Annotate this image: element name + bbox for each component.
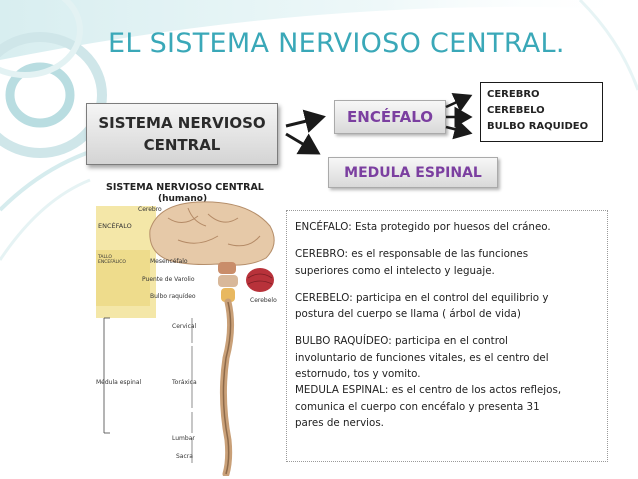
fig-label-lumbar: Lumbar xyxy=(172,435,195,442)
part-cerebelo: CEREBELO xyxy=(487,105,545,116)
fig-label-sacra: Sacra xyxy=(176,453,193,460)
fig-label-puente: Puente de Varolio xyxy=(142,276,195,283)
node-encefalo: ENCÉFALO xyxy=(334,100,446,134)
fig-label-cerebelo: Cerebelo xyxy=(250,297,277,304)
desc-cerebro: CEREBRO: es el responsable de las funcio… xyxy=(295,248,529,277)
node-medula-espinal-label: MEDULA ESPINAL xyxy=(344,164,482,181)
figure-subtitle: (humano) xyxy=(158,194,207,204)
node-encefalo-parts: CEREBRO CEREBELO BULBO RAQUIDEO xyxy=(480,82,603,142)
fig-label-cervical: Cervical xyxy=(172,323,197,330)
node-sistema-nervioso-central: SISTEMA NERVIOSO CENTRAL xyxy=(86,103,278,165)
fig-label-toraxica: Toráxica xyxy=(171,379,197,386)
fig-label-mesencefalo: Mesencéfalo xyxy=(150,258,188,265)
fig-label-bulbo: Bulbo raquídeo xyxy=(150,293,196,300)
page-title: EL SISTEMA NERVIOSO CENTRAL. xyxy=(108,28,565,59)
desc-encefalo: ENCÉFALO: Esta protegido por huesos del … xyxy=(295,221,551,233)
node-sistema-nervioso-central-label: SISTEMA NERVIOSO CENTRAL xyxy=(98,114,266,154)
description-box: ENCÉFALO: Esta protegido por huesos del … xyxy=(286,210,608,462)
figure-title: SISTEMA NERVIOSO CENTRAL xyxy=(106,182,264,193)
fig-label-medula: Médula espinal xyxy=(96,379,142,386)
desc-bulbo-medula: BULBO RAQUÍDEO: participa en el control … xyxy=(295,335,562,429)
desc-cerebelo: CEREBELO: participa en el control del eq… xyxy=(295,291,549,321)
node-encefalo-label: ENCÉFALO xyxy=(347,108,433,126)
fig-label-cerebro: Cerebro xyxy=(138,206,162,213)
nervous-system-illustration: SISTEMA NERVIOSO CENTRAL (humano) ENCÉFA… xyxy=(96,182,277,476)
node-medula-espinal: MEDULA ESPINAL xyxy=(328,157,498,188)
part-cerebro: CEREBRO xyxy=(487,89,540,100)
fig-label-encefalo: ENCÉFALO xyxy=(98,221,132,230)
part-bulbo-raquideo: BULBO RAQUIDEO xyxy=(487,121,589,132)
